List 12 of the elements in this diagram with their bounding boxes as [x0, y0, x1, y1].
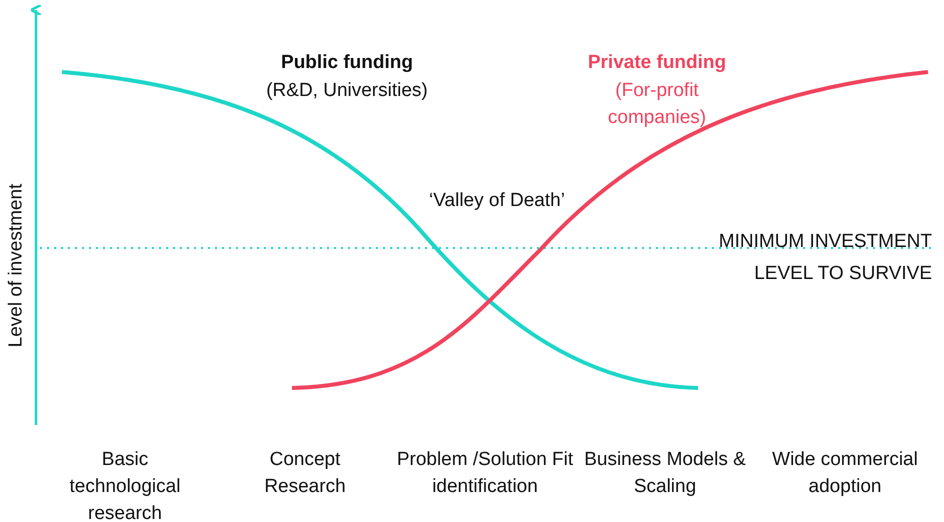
stage-label: Business Models & Scaling — [583, 448, 747, 499]
curve-label: Public funding — [280, 51, 414, 75]
curve-label: Private funding — [586, 51, 728, 75]
stage-label: Basic technological research — [68, 448, 182, 522]
threshold-label: MINIMUM INVESTMENT LEVEL TO SURVIVE — [718, 230, 932, 286]
stage-label: Wide commercial adoption — [771, 448, 919, 499]
stage-label: Problem /Solution Fit identification — [396, 448, 574, 499]
curve-label: (For-profit companies) — [606, 79, 708, 130]
stage-label: Concept Research — [263, 448, 347, 499]
axis-label: Level of investment — [4, 182, 28, 350]
curve-label: (R&D, Universities) — [265, 79, 429, 103]
annotation: ‘Valley of Death’ — [428, 189, 566, 213]
